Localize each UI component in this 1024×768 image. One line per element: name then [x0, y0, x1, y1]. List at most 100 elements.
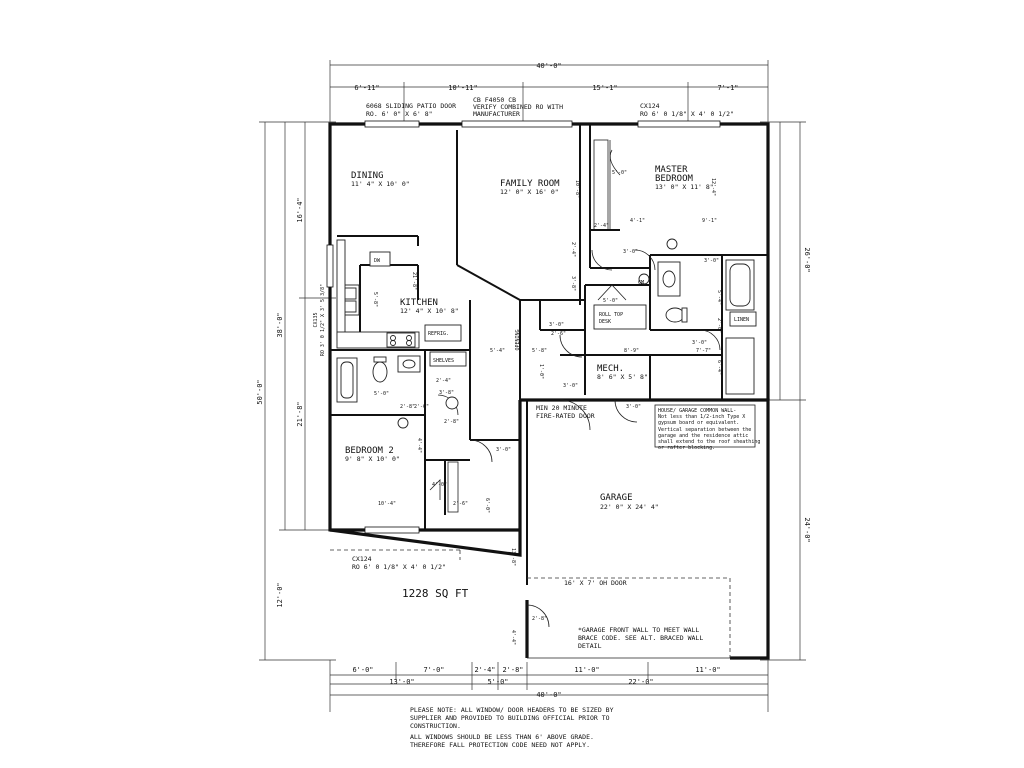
note-line-4: ALL WINDOWS SHOULD BE LESS THAN 6' ABOVE… — [410, 733, 594, 741]
family-room-size: 12' 0" X 16' 0" — [500, 188, 559, 196]
dim-4-1: 4'-1" — [630, 218, 645, 224]
dining-name: DINING — [351, 171, 384, 181]
dim-8-9: 8'-9" — [624, 348, 639, 354]
dim-12-4: 12'-4" — [710, 178, 716, 196]
dim-3-0-f: 3'-0" — [496, 447, 511, 453]
master-name-line1: MASTER — [655, 165, 688, 175]
dim-3-8: 3'-8" — [570, 276, 576, 291]
mech-size: 8' 6" X 5' 8" — [597, 373, 648, 381]
kitchen-name: KITCHEN — [400, 298, 438, 308]
garage-note-3: DETAIL — [578, 642, 602, 650]
common-wall-line-5: garage and the residence attic — [658, 433, 748, 439]
master-size: 13' 0" X 11' 8" — [655, 183, 714, 191]
dim-5-0-c: 5'-0" — [374, 391, 389, 397]
patio-door-note-1: 6068 SLIDING PATIO DOOR — [366, 102, 456, 110]
dim-13-8: 13'-8" — [510, 548, 516, 566]
bedroom2-size: 9' 8" X 10' 0" — [345, 455, 400, 463]
dishwasher-label: DW — [374, 258, 381, 264]
bottom-segment-1: 6'-0" — [352, 666, 373, 674]
top-segment-4: 7'-1" — [717, 84, 738, 92]
square-footage: 1228 SQ FT — [402, 587, 469, 600]
dim-2-4-c: 2'-4" — [436, 378, 451, 384]
left-segment-1: 16'-4" — [296, 197, 304, 222]
cb-window-note-1: CB F4050 CB — [473, 96, 516, 104]
dim-2-8-a: 2'-8" — [400, 404, 415, 410]
dimension-lines — [259, 60, 806, 712]
interior-dimensions: 10'-8" 12'-4" 2'-4" 4'-1" 9'-1" 2'-4" 3'… — [372, 170, 722, 645]
bottom-segment-3: 2'-4" — [474, 666, 495, 674]
patio-door-note-2: RO. 6' 0" X 6' 8" — [366, 110, 433, 118]
dim-2-8-c: 2'-8" — [532, 616, 547, 622]
dim-3-8-b: 3'-8" — [439, 390, 454, 396]
garage-name: GARAGE — [600, 493, 633, 503]
shelves-label: SHELVES — [433, 358, 454, 364]
overall-bottom-width: 40'-0" — [536, 691, 561, 699]
dim-3-0-a: 3'-0" — [623, 249, 638, 255]
fire-door-note-2: FIRE-RATED DOOR — [536, 412, 595, 420]
bottom-segment-6: 11'-0" — [695, 666, 720, 674]
dim-1-0: 1'-0" — [538, 364, 544, 379]
garage-note-1: *GARAGE FRONT WALL TO MEET WALL — [578, 626, 699, 634]
cb-window-note-3: MANUFACTURER — [473, 110, 520, 118]
note-line-1: PLEASE NOTE: ALL WINDOW/ DOOR HEADERS TO… — [410, 706, 614, 714]
bottom-segment-2: 7'-0" — [423, 666, 444, 674]
family-room-name: FAMILY ROOM — [500, 179, 560, 189]
dim-2-6-c: 2'-6" — [414, 404, 429, 410]
mech-name: MECH. — [597, 364, 624, 374]
right-upper-dim: 26'-0" — [803, 247, 811, 272]
bottom-segment-13ft: 13'-0" — [389, 678, 414, 686]
dim-5-8-b: 5'-8" — [532, 348, 547, 354]
bottom-segment-5: 11'-0" — [574, 666, 599, 674]
kitchen-size: 12' 4" X 10' 8" — [400, 307, 459, 315]
bottom-window-note-1: CX124 — [352, 555, 372, 563]
left-segment-2: 21'-8" — [296, 401, 304, 426]
dim-3-0-d: 3'-0" — [563, 383, 578, 389]
opening-label: OPENING — [515, 329, 521, 350]
dim-5-8-a: 5'-8" — [372, 292, 378, 307]
dim-2-6-b: 2'-6" — [716, 318, 722, 333]
dim-5-0-b: 5'-0" — [603, 298, 618, 304]
top-segment-2: 10'-11" — [448, 84, 478, 92]
dim-3-0-c: 3'-0" — [692, 340, 707, 346]
dim-10-4: 10'-4" — [378, 501, 396, 507]
dim-2-4-b: 2'-4" — [570, 242, 576, 257]
fire-door-note-1: MIN 20 MINUTE — [536, 404, 587, 412]
left-window-note-1: CX135 — [313, 312, 319, 327]
dim-2-4-a: 2'-4" — [594, 223, 609, 229]
common-wall-line-1: HOUSE/ GARAGE COMMON WALL- — [658, 408, 736, 414]
bottom-segment-4: 2'-8" — [502, 666, 523, 674]
dim-4-4-b: 4'-4" — [510, 630, 516, 645]
note-line-3: CONSTRUCTION. — [410, 722, 461, 730]
note-line-5: THEREFORE FALL PROTECTION CODE NEED NOT … — [410, 741, 590, 749]
dim-2-6-a: 2'-6" — [551, 331, 566, 337]
dim-6-4: 6'-4" — [716, 360, 722, 375]
overall-top-width: 40'-0" — [536, 62, 561, 70]
top-segment-3: 15'-1" — [592, 84, 617, 92]
dim-3-0-e: 3'-0" — [626, 404, 641, 410]
dim-3-0-g: 3'-0" — [549, 322, 564, 328]
cx-window-note-2: RO 6' 0 1/8" X 4' 0 1/2" — [640, 110, 734, 118]
common-wall-line-2: Not less than 1/2-inch Type X — [658, 414, 745, 420]
dim-2-6-d: 2'-6" — [453, 501, 468, 507]
common-wall-note-box — [654, 404, 756, 448]
linen-label: LINEN — [734, 317, 749, 323]
dim-3-0-b: 3'-0" — [704, 258, 719, 264]
garage-note-2: BRACE CODE. SEE ALT. BRACED WALL — [578, 634, 703, 642]
roll-top-label-2: DESK — [599, 319, 611, 325]
dim-4-0: 4'-0" — [432, 482, 447, 488]
left-window-note-2: RO 3' 0 1/2" X 3' 5 3/8" — [320, 284, 326, 356]
top-segment-1: 6'-11" — [354, 84, 379, 92]
bedroom2-name: BEDROOM 2 — [345, 446, 394, 456]
fixtures — [336, 238, 757, 429]
dim-5-0-a: 5'-0" — [612, 170, 627, 176]
interior-walls — [330, 124, 768, 560]
dining-size: 11' 4" X 10' 0" — [351, 180, 410, 188]
dim-6-0: 6'-0" — [484, 498, 490, 513]
dim-9-1: 9'-1" — [702, 218, 717, 224]
common-wall-line-3: gypsum board or equivalent. — [658, 420, 739, 426]
bottom-segment-22ft: 22'-0" — [628, 678, 653, 686]
roll-top-label-1: ROLL TOP — [599, 312, 623, 318]
windows — [326, 120, 721, 534]
overall-left-height: 50'-0" — [256, 379, 264, 404]
